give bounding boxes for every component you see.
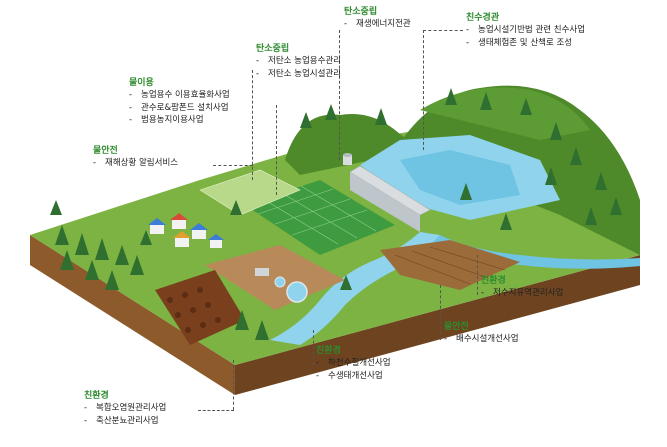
ground-side-left — [30, 235, 235, 395]
callout-eco-reservoir: 친환경 -저수지유역관리사업 — [481, 275, 563, 300]
ground-side-right — [235, 255, 640, 395]
category-label: 친환경 — [84, 391, 109, 401]
item-list: -복합오염원관리사업 -축산분뇨관리사업 — [84, 402, 166, 427]
list-item: -농업용수 이용효율화사업 — [129, 90, 230, 100]
house-icon — [148, 213, 224, 248]
list-item: -관수로&팜폰드 설치사업 — [129, 102, 229, 113]
item-list: -농업시설기반법 관련 친수사업 -생태체험존 및 산책로 조성 — [466, 24, 585, 49]
pale-fields — [199, 169, 301, 216]
brown-row-dots — [167, 287, 221, 333]
leader-line — [423, 30, 424, 150]
leader-line — [213, 165, 253, 166]
water-tank-icon — [343, 153, 352, 165]
list-item: -범용농지이용사업 — [129, 115, 204, 125]
category-label: 물이용 — [129, 78, 154, 88]
category-label: 친환경 — [481, 276, 506, 286]
item-list: -하천수질개선사업 -수생태개선사업 — [316, 357, 391, 382]
leader-line — [252, 70, 253, 180]
category-label: 물안전 — [93, 146, 118, 156]
leader-line — [423, 30, 463, 31]
plant-building — [255, 268, 269, 276]
list-item: -저수지유역관리사업 — [481, 288, 564, 298]
treatment-tank-icon — [286, 281, 308, 303]
stream-right — [430, 235, 640, 269]
item-list: -농업용수 이용효율화사업 -관수로&팜폰드 설치사업 -범용농지이용사업 — [129, 89, 230, 127]
leader-line — [198, 410, 234, 411]
treatment-tank-small — [274, 276, 286, 288]
list-item: -하천수질개선사업 — [316, 358, 391, 368]
category-label: 물안전 — [444, 322, 469, 332]
list-item: -재해상황 알림서비스 — [93, 158, 179, 168]
list-item: -복합오염원관리사업 — [84, 403, 167, 413]
brown-rows — [155, 270, 245, 345]
mountain-ridge — [420, 87, 590, 140]
mountain-left — [285, 114, 420, 175]
callout-eco-water: 친수경관 -농업시설기반법 관련 친수사업 -생태체험존 및 산책로 조성 — [466, 12, 585, 49]
category-label: 친수경관 — [466, 13, 500, 23]
field-lines — [257, 185, 377, 245]
leader-line — [313, 330, 314, 365]
callout-eco-pollution: 친환경 -복합오염원관리사업 -축산분뇨관리사업 — [84, 390, 166, 427]
callout-water-safety-alert: 물안전 -재해상황 알림서비스 — [93, 145, 178, 170]
list-item: -저탄소 농업시설관리 — [256, 68, 342, 79]
item-list: -저수지유역관리사업 — [481, 287, 563, 300]
list-item: -저탄소 농업용수관리 — [256, 56, 342, 66]
dam-face — [350, 172, 420, 232]
leader-line — [477, 255, 478, 295]
soil-plant-area — [205, 245, 345, 310]
callout-water-use: 물이용 -농업용수 이용효율화사업 -관수로&팜폰드 설치사업 -범용농지이용사… — [129, 77, 230, 127]
tree-icon — [50, 88, 622, 340]
callout-eco-stream: 친환경 -하천수질개선사업 -수생태개선사업 — [316, 345, 391, 382]
category-label: 탄소중립 — [344, 7, 378, 17]
reservoir-deep — [400, 150, 520, 205]
category-label: 친환경 — [316, 346, 341, 356]
list-item: -축산분뇨관리사업 — [84, 415, 159, 426]
item-list: -배수시설개선사업 — [444, 333, 519, 346]
leader-line — [233, 360, 234, 410]
leader-line — [339, 30, 340, 160]
callout-water-safety-drain: 물안전 -배수시설개선사업 — [444, 321, 519, 346]
list-item: -농업시설기반법 관련 친수사업 — [466, 25, 586, 35]
callout-carbon-neutral-farm: 탄소중립 -저탄소 농업용수관리 -저탄소 농업시설관리 — [256, 43, 341, 80]
list-item: -수생태개선사업 — [316, 370, 383, 381]
brown-farmland — [380, 240, 520, 290]
list-item: -재생에너지전관 — [344, 19, 411, 29]
item-list: -재해상황 알림서비스 — [93, 157, 178, 170]
list-item: -생태체험존 및 산책로 조성 — [466, 37, 573, 48]
field-icon — [245, 180, 395, 255]
farmland-rows — [394, 246, 506, 285]
callout-carbon-neutral-energy: 탄소중립 -재생에너지전관 — [344, 6, 411, 31]
list-item: -배수시설개선사업 — [444, 334, 519, 344]
item-list: -저탄소 농업용수관리 -저탄소 농업시설관리 — [256, 55, 341, 80]
leader-line — [276, 105, 277, 195]
item-list: -재생에너지전관 — [344, 18, 411, 31]
leader-line — [440, 285, 441, 340]
category-label: 탄소중립 — [256, 44, 290, 54]
